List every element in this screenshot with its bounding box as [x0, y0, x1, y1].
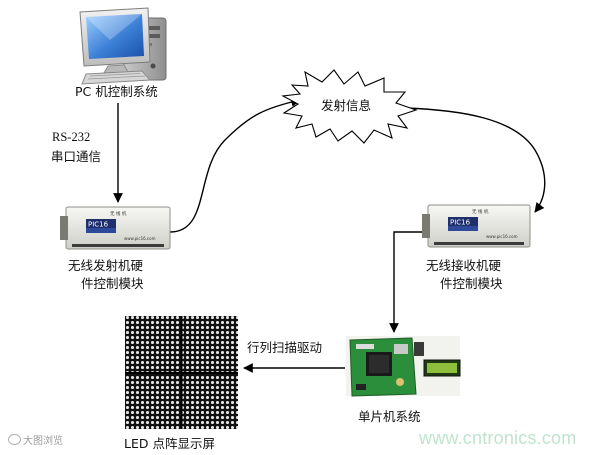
site-watermark: www.cntronics.com	[419, 428, 577, 448]
rx-module-label-line1: 无线接收机硬	[426, 258, 502, 273]
circuit-board-icon	[346, 336, 461, 397]
led-dot-matrix-icon	[125, 316, 238, 429]
pc-label: PC 机控制系统	[75, 84, 158, 99]
transmit-arrow	[169, 97, 301, 233]
transmit-info-label: 发射信息	[321, 98, 372, 113]
tx-module-caption: 无 线 机	[110, 210, 127, 217]
source-watermark: 大图浏览	[8, 432, 63, 447]
rx-module-url: www.pic16.com	[486, 234, 518, 239]
rx-module-caption: 无 线 机	[472, 208, 489, 215]
desktop-computer-icon	[79, 7, 167, 85]
mcu-label: 单片机系统	[358, 409, 421, 424]
wireless-module-icon: PIC16 无 线 机 www.pic16.com	[422, 204, 531, 248]
rx-module-label-line2: 件控制模块	[440, 276, 503, 291]
tx-module-url: www.pic16.com	[124, 236, 156, 241]
rs232-label: RS-232	[52, 130, 91, 144]
source-watermark-text: 大图浏览	[23, 436, 63, 447]
starburst-icon	[281, 69, 418, 144]
rx-module-brand: PIC16	[450, 219, 471, 227]
rx-to-mcu-arrow	[389, 231, 422, 333]
weibo-icon	[8, 434, 21, 445]
tx-module-brand: PIC16	[88, 221, 109, 229]
led-display-label: LED 点阵显示屏	[124, 436, 215, 451]
tx-module-label-line1: 无线发射机硬	[68, 258, 144, 273]
scan-drive-label: 行列扫描驱动	[247, 340, 323, 355]
serial-comm-label: 串口通信	[51, 149, 102, 164]
receive-arrow	[404, 107, 546, 213]
wireless-module-icon: PIC16 无 线 机 www.pic16.com	[60, 206, 171, 250]
tx-module-label-line2: 件控制模块	[81, 276, 144, 291]
